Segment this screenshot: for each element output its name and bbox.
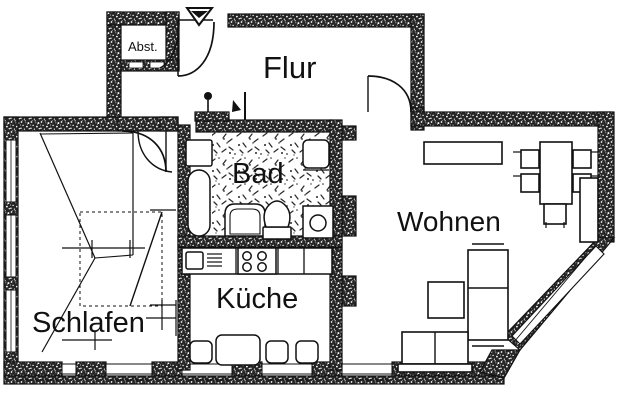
wall-bad-chase	[194, 111, 230, 122]
wall-bottom-2	[75, 361, 107, 377]
wall-upper-left	[3, 116, 121, 132]
dimension-lines	[39, 132, 177, 353]
chamfer-window	[511, 245, 605, 345]
bathroom-fixtures	[185, 139, 334, 240]
dimension-diagonal-1	[39, 132, 96, 259]
kitchen-chair-icon	[189, 340, 213, 364]
room-label-schlafen: Schlafen	[32, 307, 145, 339]
toilet-cistern-icon	[262, 226, 292, 240]
toilet-bowl-icon	[263, 200, 291, 228]
dining-table-icon	[539, 141, 573, 205]
wall-chamfer-foot	[479, 349, 522, 379]
burner-icon	[257, 251, 267, 261]
wall-flur-right	[410, 13, 425, 113]
dimension-diagonal-2	[41, 257, 96, 353]
wall-wohnen-top	[410, 111, 612, 127]
door-bad	[137, 130, 173, 173]
drainer-icon	[207, 253, 222, 267]
room-label-abst: Abst.	[128, 39, 158, 54]
kitchen-sink-icon	[185, 251, 204, 270]
kitchen-chair-icon	[265, 340, 289, 364]
burner-icon	[242, 262, 252, 272]
shelf-unit-icon	[467, 249, 509, 341]
bottom-windows	[20, 363, 393, 381]
wall-stub-b	[341, 195, 357, 237]
sofa-back-icon	[397, 363, 473, 373]
tub-shelf-icon	[185, 139, 213, 167]
washing-machine-drum-icon	[309, 214, 327, 232]
burner-icon	[242, 251, 252, 261]
room-label-bad: Bad	[232, 158, 284, 190]
armchair-icon	[427, 281, 465, 319]
dining-chair-icon	[543, 203, 567, 225]
wall-abst-left	[106, 11, 122, 123]
door-abst	[159, 22, 180, 69]
corner-basin-icon	[302, 139, 330, 169]
left-windows	[5, 139, 17, 353]
dining-chair-icon	[520, 149, 540, 169]
living-room-furniture	[397, 141, 599, 373]
wall-bad-top	[195, 119, 333, 133]
room-label-wohnen: Wohnen	[397, 206, 501, 237]
wall-stub-a	[341, 125, 357, 141]
riser-arrow-icon	[232, 100, 241, 112]
burner-icon	[257, 262, 267, 272]
kitchen-chair-icon	[295, 340, 319, 364]
dining-chair-icon	[520, 173, 540, 193]
riser-dot-icon	[204, 92, 212, 100]
washing-machine-icon	[302, 205, 334, 239]
room-label-flur: Flur	[263, 50, 317, 85]
door-wohnen	[367, 75, 412, 113]
wall-bottom-1	[3, 361, 63, 377]
dining-chair-icon	[572, 149, 592, 169]
kitchen-table-icon	[215, 334, 261, 366]
wall-kueche-right	[329, 247, 343, 371]
wall-outer-right	[597, 111, 615, 243]
door-entry	[177, 21, 215, 77]
sideboard-icon	[423, 141, 503, 165]
kitchen-fixtures	[181, 247, 333, 366]
wall-bottom-sill	[3, 375, 505, 385]
wall-schlafen-top-right	[159, 116, 179, 132]
door-swings	[121, 19, 412, 173]
wall-flur-top	[227, 13, 425, 28]
riser-marks	[204, 92, 246, 120]
north-arrow-icon	[185, 7, 215, 27]
wall-stub-c	[341, 275, 357, 307]
bathtub-icon	[187, 169, 211, 237]
room-label-kueche: Küche	[216, 283, 299, 315]
tall-cabinet-icon	[579, 177, 599, 243]
